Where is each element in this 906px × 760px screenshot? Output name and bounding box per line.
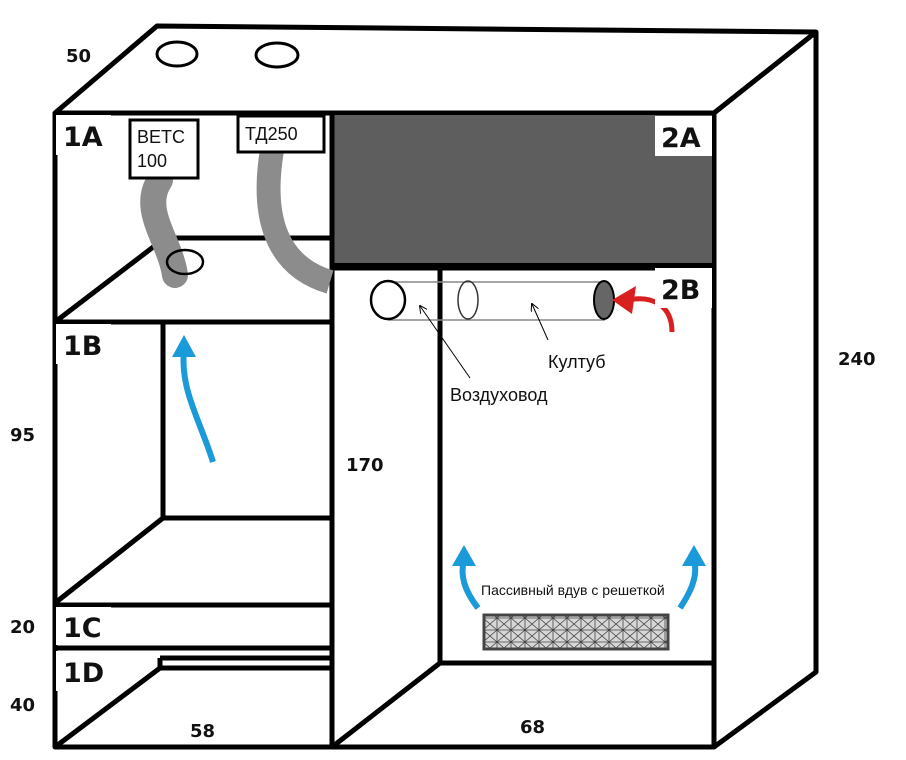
dim-left-width: 58 bbox=[190, 721, 215, 742]
fan-label-line2: 100 bbox=[137, 151, 167, 171]
dim-middle-height: 170 bbox=[346, 455, 384, 476]
top-face bbox=[53, 23, 819, 115]
dim-1d-height: 40 bbox=[10, 695, 35, 716]
dim-top-depth: 50 bbox=[66, 46, 91, 67]
intake-grille bbox=[482, 613, 670, 651]
panel-2a bbox=[330, 111, 716, 267]
vent-hole-icon bbox=[165, 248, 205, 276]
section-1a-label: 1A bbox=[63, 122, 103, 153]
section-2a-label: 2A bbox=[661, 123, 701, 154]
dim-1c-height: 20 bbox=[10, 617, 35, 638]
air-duct-opening bbox=[369, 279, 407, 321]
hot-air-arrow-head bbox=[612, 286, 636, 314]
section-1b-label: 1B bbox=[63, 331, 102, 362]
cooltube-inner bbox=[457, 280, 479, 320]
cooltube-assembly bbox=[369, 279, 615, 321]
airflow-arrow-icon bbox=[459, 559, 481, 610]
cooltube-cap bbox=[593, 280, 615, 320]
cooltube-pointer bbox=[532, 304, 549, 341]
dim-total-height: 240 bbox=[838, 349, 876, 370]
shelf-1d-side bbox=[53, 666, 162, 749]
section-2b-label: 2B bbox=[661, 275, 700, 306]
fan-label-line1: ВЕТС bbox=[137, 127, 185, 147]
lamp-label: ТД250 bbox=[245, 124, 298, 144]
airflow-arrow-head bbox=[452, 545, 476, 566]
vent-hole-icon bbox=[254, 41, 300, 69]
interior-walls bbox=[53, 113, 714, 749]
airflow-arrow-head bbox=[682, 545, 706, 566]
section-1d-label: 1D bbox=[63, 658, 104, 689]
shelf-1b-side bbox=[53, 516, 165, 605]
passive-intake-label: Пассивный вдув с решеткой bbox=[481, 582, 665, 598]
airflow-arrow-head bbox=[172, 335, 196, 357]
dim-1b-height: 95 bbox=[10, 425, 35, 446]
floor-2b-side bbox=[330, 661, 442, 749]
air-duct-pointer bbox=[420, 306, 471, 379]
airflow-arrow-icon bbox=[677, 559, 699, 610]
cooltube-label: Култуб bbox=[548, 352, 606, 372]
vent-hole-icon bbox=[155, 40, 199, 68]
dim-right-width: 68 bbox=[520, 717, 545, 738]
shelf-1a-side bbox=[53, 236, 167, 324]
fan-duct bbox=[140, 167, 188, 288]
fan-label-box bbox=[128, 118, 200, 180]
lamp-duct bbox=[256, 148, 334, 294]
air-duct-label: Воздуховод bbox=[450, 385, 548, 405]
section-1c-label: 1C bbox=[63, 613, 102, 644]
section-labels: 1A 1B 1C 1D 2A 2B bbox=[56, 115, 712, 691]
lamp-label-box bbox=[236, 114, 326, 154]
airflow-arrow-icon bbox=[180, 349, 216, 463]
right-side-face bbox=[712, 32, 819, 750]
